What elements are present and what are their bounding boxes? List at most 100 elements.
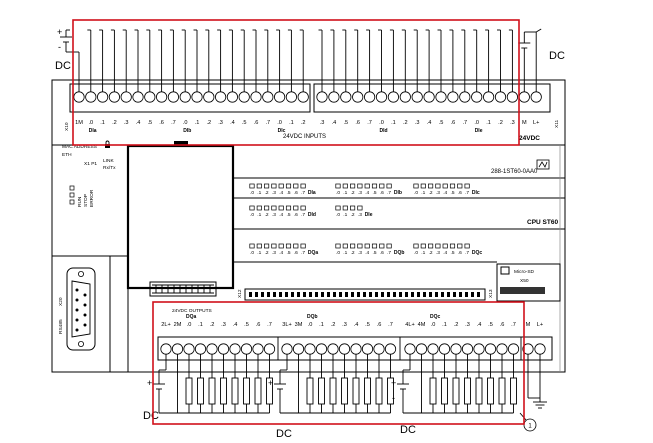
status-led xyxy=(285,243,292,249)
expansion-bus-pin xyxy=(405,292,408,297)
input-terminal-screw xyxy=(328,91,340,103)
output-terminal-screw xyxy=(217,343,230,355)
error-label: ERROR xyxy=(89,189,95,207)
expansion-bus-pin xyxy=(345,292,348,297)
output-terminal-screw xyxy=(292,343,305,355)
expansion-bus-pin xyxy=(309,292,312,297)
status-led xyxy=(285,205,292,211)
status-led xyxy=(442,243,448,249)
input-group-label: DIc xyxy=(278,128,286,134)
output-terminal-screw xyxy=(171,343,184,355)
serial-port: X20 RS485 xyxy=(52,255,129,373)
ethernet-port-frame xyxy=(126,144,235,290)
input-terminal-label: .2 xyxy=(301,120,306,126)
input-terminal-label: .2 xyxy=(206,120,211,126)
status-led xyxy=(249,183,255,189)
output-load xyxy=(306,377,314,405)
input-terminal-screw xyxy=(399,91,411,103)
db9-pin xyxy=(75,328,79,332)
output-terminal-screw xyxy=(194,343,207,355)
input-terminal-label: .1 xyxy=(100,120,105,126)
status-led xyxy=(457,183,463,189)
expansion-bus-pin xyxy=(315,292,318,297)
brand-logo-icon xyxy=(536,159,550,170)
status-led-label: .5 xyxy=(286,250,290,256)
expansion-bus-pin xyxy=(447,292,450,297)
top-left-dc-label: DC xyxy=(55,60,71,72)
output-terminal-label: M xyxy=(526,322,531,328)
status-led-label: .5 xyxy=(372,250,376,256)
status-led xyxy=(300,243,306,249)
input-terminal-label: .2 xyxy=(112,120,117,126)
input-terminal-screw xyxy=(144,91,156,103)
output-terminal-label: 3L+ xyxy=(282,322,292,328)
input-terminal-screw xyxy=(387,91,399,103)
output-terminal-screw xyxy=(350,343,362,355)
output-terminal-label: .1 xyxy=(319,322,324,328)
status-led xyxy=(350,243,356,249)
status-led-label: .1 xyxy=(257,250,261,256)
input-terminal-screw xyxy=(518,91,530,103)
input-terminal-label: .0 xyxy=(88,120,93,126)
battery-minus-label: - xyxy=(392,393,395,403)
input-terminal-block: 24VDC INPUTS 24VDC 1M.0.1.2.3.4.5.6.7.0.… xyxy=(60,28,551,142)
output-terminal-screw xyxy=(484,343,497,355)
status-led-label: .2 xyxy=(265,250,269,256)
eth-label: ETH xyxy=(62,152,72,158)
status-led xyxy=(386,183,392,189)
status-led-group-label: DIe xyxy=(365,212,373,218)
expansion-bus-pin xyxy=(279,292,282,297)
status-led xyxy=(386,243,392,249)
status-led-label: .2 xyxy=(429,250,433,256)
status-led-label: .4 xyxy=(279,190,283,196)
status-led xyxy=(278,183,284,189)
output-terminal-label: .1 xyxy=(442,322,447,328)
status-led-label: .3 xyxy=(272,190,276,196)
input-terminal-label: .4 xyxy=(332,120,337,126)
input-terminal-screw xyxy=(471,91,483,103)
top-left-plus: + xyxy=(57,27,62,37)
expansion-bus-pin xyxy=(453,292,456,297)
status-led-label: .5 xyxy=(372,190,376,196)
status-led xyxy=(271,243,277,249)
ribbon-connector-teeth xyxy=(155,285,211,293)
micro-sd-slot: Micro-SD X50 xyxy=(496,263,561,302)
input-terminal-label: .1 xyxy=(391,120,396,126)
input-terminal-label: L+ xyxy=(533,120,539,126)
status-led xyxy=(435,243,441,249)
connector-x10-label: X10 xyxy=(64,122,70,131)
status-led-label: .2 xyxy=(265,212,269,218)
lock-icon-body xyxy=(105,144,110,148)
output-terminal-screw xyxy=(427,343,439,355)
status-led xyxy=(442,183,448,189)
input-terminal-screw xyxy=(435,91,447,103)
output-terminal-label: .7 xyxy=(267,322,272,328)
status-led xyxy=(335,183,341,189)
brand-logo-frame xyxy=(536,159,550,170)
output-load xyxy=(197,377,204,405)
input-terminal-screw xyxy=(179,91,191,103)
expansion-bus-pin xyxy=(375,292,378,297)
expansion-bus-pin xyxy=(261,292,264,297)
inputs-title: 24VDC INPUTS xyxy=(283,134,326,140)
input-group-label: DIb xyxy=(183,128,191,134)
status-led xyxy=(449,183,456,189)
output-terminal-screw xyxy=(263,343,276,355)
status-led xyxy=(364,243,370,249)
input-terminal-screw xyxy=(85,91,97,103)
status-led-label: .1 xyxy=(257,212,261,218)
cpu-model: CPU ST60 xyxy=(527,219,558,226)
input-terminal-label: .0 xyxy=(474,120,479,126)
lock-icon-shackle xyxy=(105,140,110,144)
output-load xyxy=(475,377,483,405)
status-led xyxy=(278,243,284,249)
output-terminal-label: .3 xyxy=(342,322,347,328)
status-led-label: .3 xyxy=(358,190,362,196)
status-led-label: .3 xyxy=(272,250,276,256)
port-label: X1 P1 xyxy=(84,161,97,167)
status-led xyxy=(256,243,262,249)
status-led-label: .1 xyxy=(343,190,347,196)
status-led-group-label: DQb xyxy=(394,250,405,256)
